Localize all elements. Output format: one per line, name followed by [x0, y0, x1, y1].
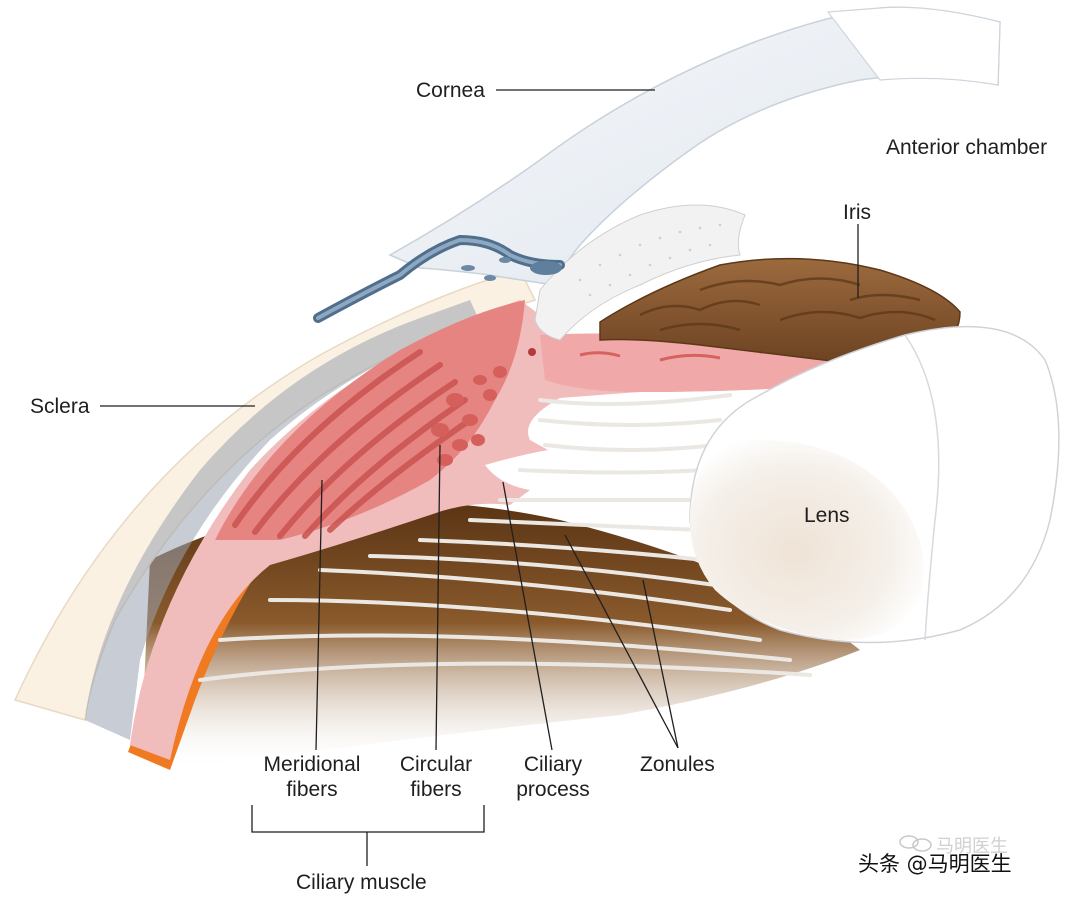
label-ciliary-muscle: Ciliary muscle: [296, 871, 427, 894]
label-circular-line2: fibers: [410, 778, 462, 801]
watermark-logo-mark: [899, 835, 932, 852]
label-ciliary-process-line2: process: [516, 778, 590, 801]
ciliary-muscle-mass: [215, 300, 525, 540]
watermark-faint: 马明医生: [936, 836, 1008, 857]
trabecular-meshwork: [534, 204, 746, 341]
label-lens: Lens: [804, 504, 850, 527]
circular-fibers: [431, 366, 507, 466]
label-cornea: Cornea: [416, 79, 485, 102]
cornea-cut-face: [826, 6, 1001, 86]
ciliary-muscle-bracket: [251, 805, 485, 866]
label-meridional-fibers: Meridional fibers: [252, 752, 372, 802]
label-ciliary-process: Ciliary process: [506, 752, 600, 802]
label-meridional-line2: fibers: [286, 778, 338, 801]
label-zonules: Zonules: [640, 753, 715, 776]
lens-face: [690, 440, 924, 640]
watermark-main: 头条 @马明医生: [858, 852, 1012, 876]
meridional-fibers: [232, 349, 473, 539]
label-meridional-line1: Meridional: [263, 753, 361, 776]
label-circular-fibers: Circular fibers: [386, 752, 486, 802]
zonules: [198, 393, 812, 682]
iris-texture: [639, 277, 936, 332]
scleral-vessels: [313, 234, 565, 356]
label-sclera: Sclera: [30, 395, 90, 418]
leader-lines: [100, 89, 859, 751]
label-iris: Iris: [843, 201, 871, 224]
label-circular-line1: Circular: [399, 753, 473, 776]
sclera-inner-layer: [85, 300, 480, 740]
label-anterior-chamber: Anterior chamber: [886, 136, 1048, 159]
label-ciliary-process-line1: Ciliary: [523, 753, 583, 776]
